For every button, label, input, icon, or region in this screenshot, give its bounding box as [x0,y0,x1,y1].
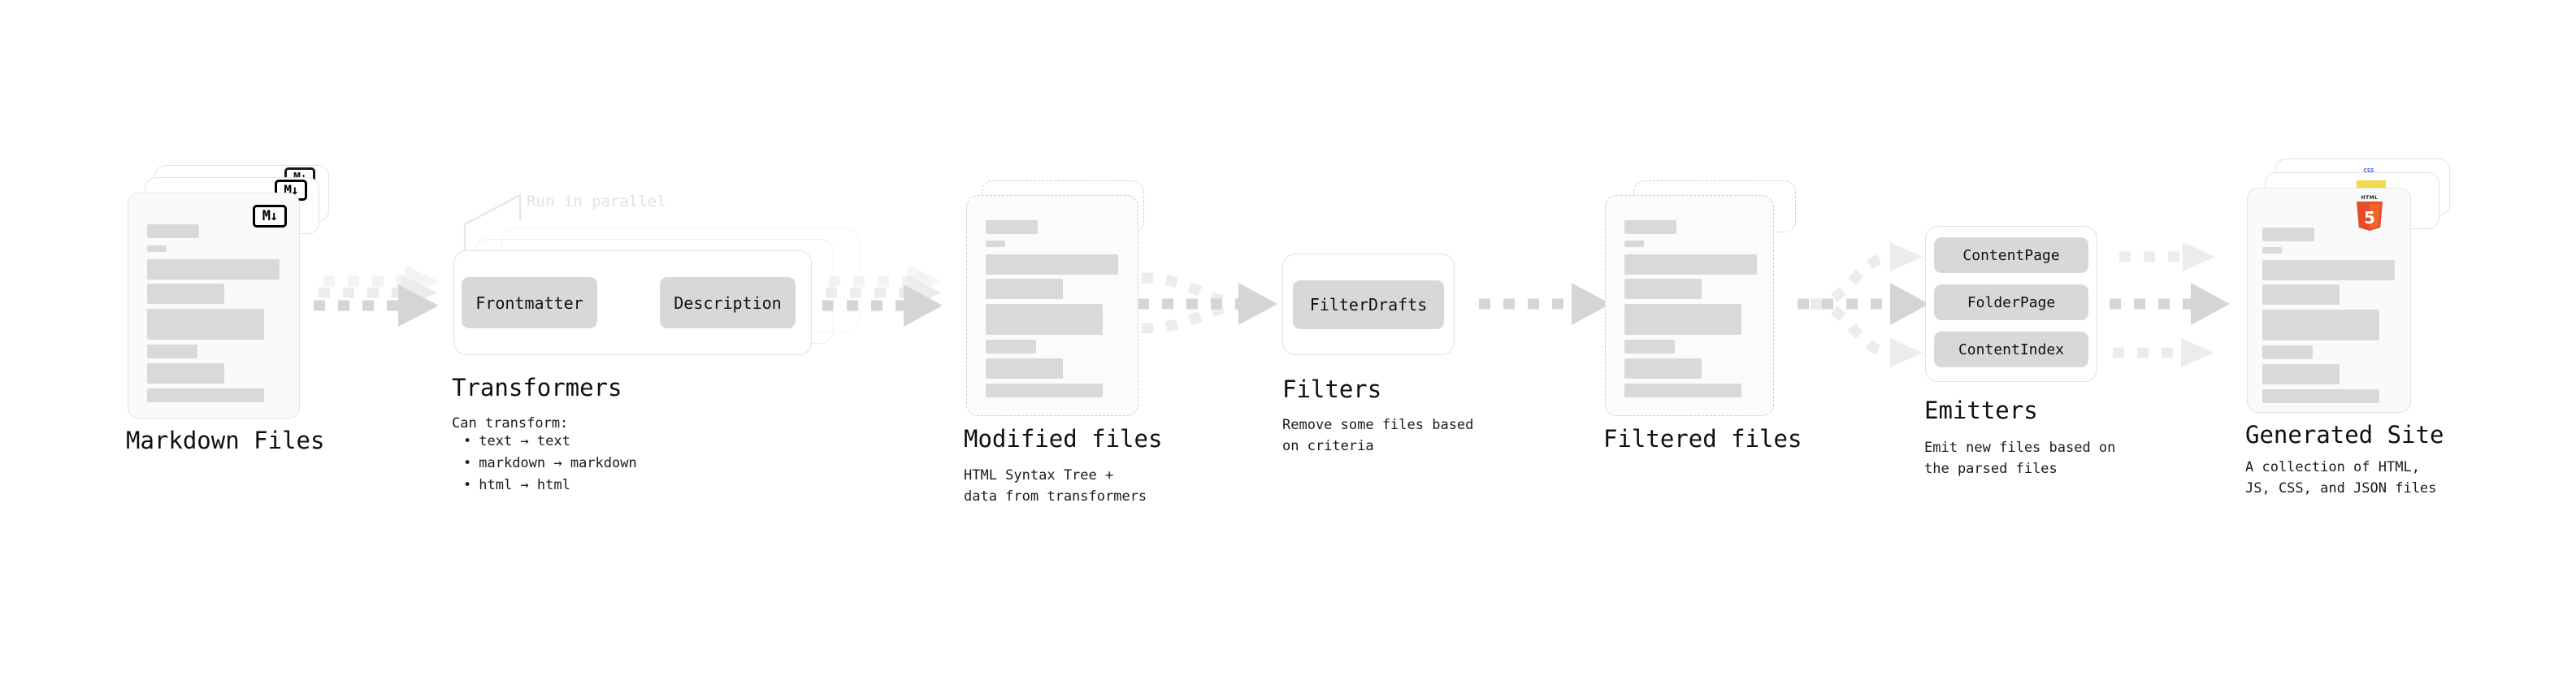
bullet-item: html → html [463,475,637,497]
skeleton-bar [986,241,1005,247]
emitters-chip-contentpage[interactable]: ContentPage [1934,237,2088,273]
run-in-parallel-note: Run in parallel [527,193,666,210]
arrow-modified-to-filters [1138,272,1277,334]
markdown-card-front [128,193,300,419]
stage-title-generated-site: Generated Site [2245,421,2444,449]
skeleton-bar [1624,254,1757,275]
skeleton-bar [147,345,197,358]
site-card-front [2247,188,2411,413]
skeleton-bar [2262,345,2313,359]
transformer-chip-description[interactable]: Description [660,277,796,328]
skeleton-bar [147,388,264,402]
skeleton-bar [986,340,1036,354]
skeleton-bar [986,279,1063,299]
skeleton-bar [1624,358,1702,379]
arrow-markdown-to-transformers [314,265,439,327]
skeleton-bar [147,224,199,238]
skeleton-bar [986,254,1118,275]
skeleton-bar [986,384,1103,397]
skeleton-bar [2262,389,2379,403]
skeleton-bar [147,284,224,304]
svg-text:HTML: HTML [2361,195,2379,201]
filters-chip-filterdrafts[interactable]: FilterDrafts [1293,280,1444,329]
markdown-badge-icon: M↓ [253,205,287,228]
skeleton-bar [986,358,1063,379]
skeleton-bar [147,259,280,280]
transformer-chip-frontmatter[interactable]: Frontmatter [462,277,597,328]
stage-subtitle-filters: Remove some files based on criteria [1282,417,1474,455]
svg-text:CSS: CSS [2364,167,2374,174]
stage-subtitle-emitters: Emit new files based on the parsed files [1924,440,2116,478]
stage-title-filters: Filters [1282,375,1382,403]
emitters-chip-contentindex[interactable]: ContentIndex [1934,332,2088,367]
emitters-chip-folderpage[interactable]: FolderPage [1934,284,2088,320]
html5-badge-icon: HTML 5 [2353,193,2386,231]
skeleton-bar [1624,220,1676,234]
skeleton-bar [147,245,167,252]
skeleton-bar [986,304,1103,335]
bullet-item: markdown → markdown [463,453,636,475]
modified-card-front [966,195,1138,416]
filtered-card-front [1605,195,1774,416]
skeleton-bar [2262,284,2340,305]
skeleton-bar [147,363,224,384]
bullet-item: text → text [463,431,637,453]
stage-subtitle-transformers: Can transform: [452,415,569,432]
svg-text:5: 5 [2364,208,2375,228]
skeleton-bar [2262,310,2379,340]
arrow-filters-to-filtered [1479,283,1611,325]
skeleton-bar [2262,247,2282,254]
skeleton-bar [1624,241,1644,247]
stage-subtitle-modified-files: HTML Syntax Tree + data from transformer… [964,467,1147,505]
stage-title-transformers: Transformers [452,374,622,401]
skeleton-bar [986,220,1038,234]
skeleton-bar [2262,228,2314,241]
skeleton-bar [1624,384,1741,397]
skeleton-bar [1624,304,1741,335]
skeleton-bar [2262,364,2340,384]
arrow-emitters-to-site [2110,242,2230,367]
stage-title-modified-files: Modified files [964,425,1163,453]
transformers-bullet-list: text → text markdown → markdown html → h… [452,431,637,497]
skeleton-bar [2262,260,2395,280]
stage-title-filtered-files: Filtered files [1603,425,1802,453]
skeleton-bar [147,309,264,340]
arrow-filtered-to-emitters [1798,242,1929,367]
stage-title-emitters: Emitters [1924,397,2038,424]
stage-subtitle-generated-site: A collection of HTML, JS, CSS, and JSON … [2245,459,2437,497]
skeleton-bar [1624,279,1702,299]
skeleton-bar [1624,340,1675,354]
html5-logo-svg: HTML 5 [2357,195,2383,231]
stage-title-markdown-files: Markdown Files [126,427,325,454]
